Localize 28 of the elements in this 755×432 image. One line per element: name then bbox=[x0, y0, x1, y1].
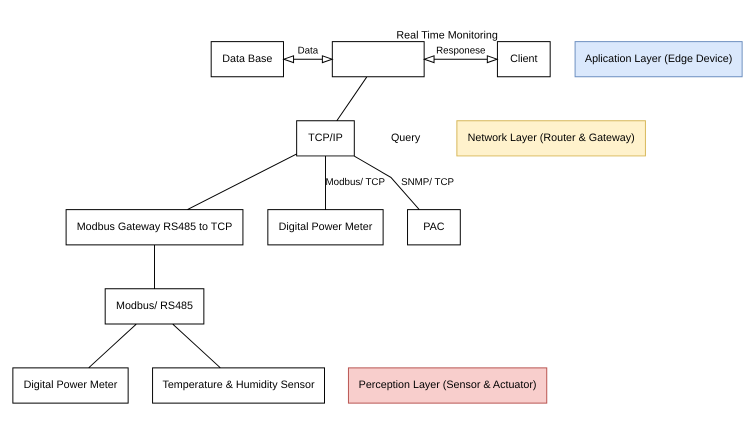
node-box: PAC bbox=[407, 208, 461, 245]
connector bbox=[354, 155, 420, 210]
node-box: Modbus Gateway RS485 to TCP bbox=[66, 208, 244, 245]
node-box: Network Layer (Router & Gateway) bbox=[456, 120, 646, 156]
node-box: Temperature & Humidity Sensor bbox=[152, 366, 325, 404]
label: Query bbox=[390, 132, 420, 144]
connector bbox=[154, 244, 155, 289]
node-label: Real Time Monitoring bbox=[396, 29, 498, 42]
node-box: TCP/IP bbox=[296, 120, 355, 156]
node-box: Data Base bbox=[210, 40, 284, 77]
connector bbox=[336, 76, 368, 121]
edge-label: Responese bbox=[436, 44, 486, 56]
connector bbox=[88, 323, 137, 368]
node-box bbox=[332, 40, 425, 77]
node-box: Digital Power Meter bbox=[267, 208, 384, 245]
node-box: Aplication Layer (Edge Device) bbox=[574, 40, 743, 77]
node-box: Perception Layer (Sensor & Actuator) bbox=[348, 366, 548, 404]
connector bbox=[325, 155, 326, 210]
edge-label: Data bbox=[298, 44, 318, 56]
connector bbox=[172, 323, 221, 368]
node-box: Digital Power Meter bbox=[12, 366, 129, 404]
arrow bbox=[422, 54, 499, 63]
arrow bbox=[282, 54, 334, 63]
edge-label: Modbus/ TCP bbox=[326, 176, 385, 188]
edge-label: SNMP/ TCP bbox=[401, 176, 454, 188]
connector bbox=[186, 153, 297, 210]
node-box: Modbus/ RS485 bbox=[104, 288, 204, 324]
node-box: Client bbox=[496, 40, 551, 77]
